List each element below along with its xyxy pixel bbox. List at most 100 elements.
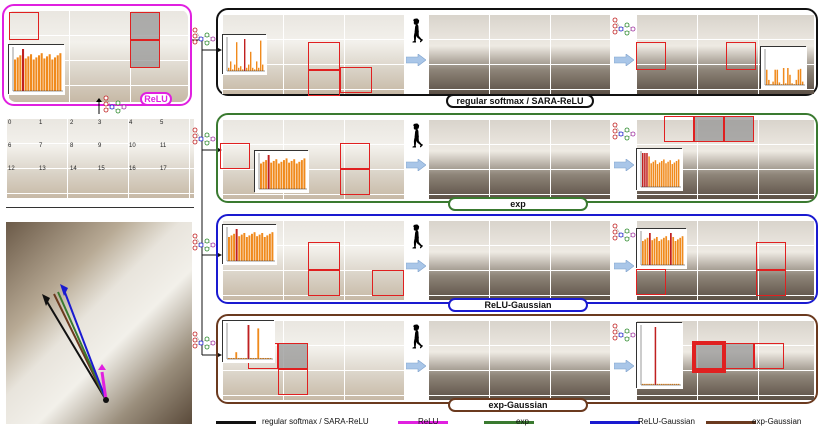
histogram-bar (59, 53, 62, 91)
histogram-bar (236, 42, 238, 71)
histogram-bar (665, 383, 667, 385)
neural-network-icon (612, 223, 636, 242)
histogram-bar (656, 237, 658, 265)
histogram-bar (648, 156, 650, 187)
histogram-bar (665, 163, 667, 187)
histogram-bar (262, 161, 265, 189)
histogram-bar (244, 39, 246, 71)
histogram-bar (275, 159, 278, 189)
grid-cell-number: 17 (160, 166, 167, 172)
trajectory-overlay (42, 284, 109, 403)
grid-cell-number: 6 (8, 143, 12, 149)
selected-attention-box (692, 341, 726, 373)
histogram-bar (257, 328, 260, 359)
histogram-bar (254, 357, 257, 359)
right-arrow-icon (614, 54, 634, 66)
histogram-bar (671, 383, 674, 385)
histogram-bar (251, 233, 253, 261)
histogram-bar (658, 383, 661, 385)
step-2-image (428, 220, 610, 300)
walking-person-icon: 🚶 (404, 324, 432, 349)
histogram-svg (637, 149, 683, 191)
histogram-bar (669, 160, 671, 187)
grid-cell-number: 13 (39, 166, 46, 172)
histogram-bar (644, 239, 647, 265)
histogram-bar (247, 325, 250, 359)
histogram-bar (253, 232, 256, 261)
histogram-bar (646, 383, 648, 385)
histogram-bar (27, 56, 30, 91)
histogram-bar (644, 153, 646, 187)
histogram-bar (14, 59, 17, 91)
histogram-bar (797, 69, 800, 85)
legend-label: ReLU-Gaussian (638, 417, 695, 426)
histogram-bar (661, 160, 663, 187)
histogram-bar (267, 357, 269, 359)
histogram-bar (650, 383, 652, 385)
histogram-bar (22, 49, 25, 91)
attention-box (756, 270, 786, 296)
histogram-bar (774, 69, 776, 85)
histogram-bar (795, 79, 798, 85)
histogram-bar (232, 69, 234, 71)
histogram-bar (654, 160, 657, 187)
histogram-bar (770, 84, 772, 85)
histogram-bar (300, 160, 303, 189)
histogram-bar (261, 233, 264, 261)
histogram-bar (660, 239, 663, 265)
histogram-svg (637, 229, 687, 269)
attention-box (754, 343, 784, 369)
histogram-bar (303, 158, 306, 189)
histogram-bar (256, 61, 258, 71)
histogram-bar (670, 233, 672, 265)
histogram-bar (233, 233, 236, 261)
legend-label: ReLU (418, 417, 439, 426)
histogram-svg (223, 321, 275, 363)
attention-box (636, 269, 666, 295)
histogram-bar (288, 162, 291, 189)
histogram-bar (648, 383, 650, 385)
grid-cell-number: 14 (70, 166, 77, 172)
histogram-bar (243, 233, 246, 261)
panel-label: regular softmax / SARA-ReLU (446, 94, 594, 108)
histogram-bar (654, 327, 657, 385)
histogram-bar (235, 352, 238, 359)
histogram-bar (43, 58, 46, 91)
neural-network-icon (192, 127, 216, 146)
step-2-image (428, 320, 610, 400)
grid-cell-number: 2 (70, 120, 74, 126)
histogram-svg (255, 151, 309, 193)
attention-box (756, 242, 786, 270)
histogram-bar (16, 57, 19, 91)
histogram-bar (245, 357, 247, 359)
histogram-bar (663, 237, 665, 265)
histogram-bar (652, 383, 655, 385)
histogram-bar (667, 383, 669, 385)
histogram-bar (238, 236, 241, 261)
right-arrow-icon (406, 360, 426, 372)
panel-label: exp-Gaussian (448, 398, 588, 412)
histogram-bar (787, 68, 789, 85)
attention-box (278, 369, 308, 395)
attention-box (340, 67, 372, 93)
histogram-bar (663, 383, 665, 385)
histogram-bar (19, 55, 22, 91)
histogram-bar (791, 83, 793, 85)
neural-network-icon (612, 122, 636, 141)
histogram-bar (56, 55, 59, 91)
attention-box (278, 343, 308, 369)
attention-box (220, 143, 250, 169)
top-down-map (6, 222, 192, 424)
histogram-bar (285, 158, 288, 189)
attention-histogram (636, 228, 687, 269)
attention-box (340, 143, 370, 169)
attention-box (308, 42, 340, 70)
legend-label: exp (516, 417, 529, 426)
attention-histogram (222, 320, 275, 363)
histogram-bar (776, 69, 779, 85)
divider (6, 207, 194, 208)
histogram-bar (230, 61, 232, 71)
histogram-bar (772, 81, 774, 85)
histogram-bar (652, 161, 655, 187)
attention-box (308, 270, 340, 296)
